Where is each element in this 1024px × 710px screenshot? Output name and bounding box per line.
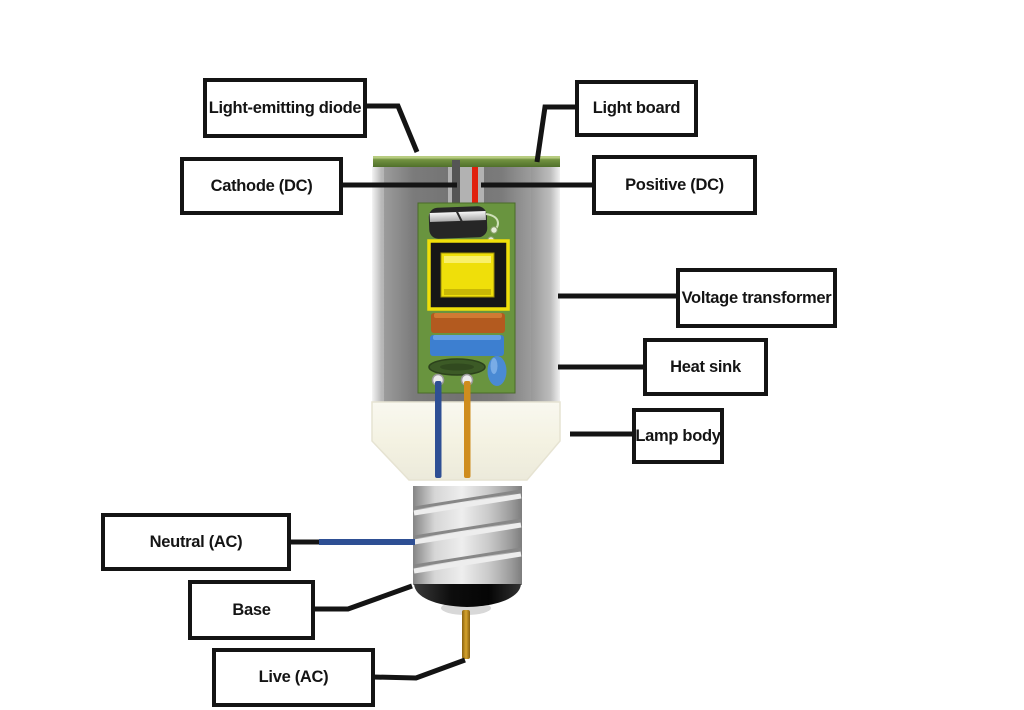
thread-highlight [413,522,522,545]
label-text: Neutral (AC) [149,532,243,551]
label-text: Positive (DC) [625,175,724,194]
leader-led [365,103,420,153]
thread-highlight [413,493,522,516]
label-text: Light-emitting diode [208,98,362,117]
label-light-board: Light board [575,80,698,137]
label-text: Lamp body [635,426,721,445]
capacitor-notch [455,210,463,223]
label-text: Light board [592,99,681,117]
resistor-bevel [434,313,502,318]
label-heat-sink: Heat sink [643,338,768,396]
label-text: Live (AC) [258,668,329,686]
transformer-bevel-top [444,256,491,263]
thread-shadow [413,489,522,510]
label-light-emitting-diode: Light-emitting diode [203,78,367,138]
capacitor-body [428,206,488,239]
thread-shadow [413,518,522,539]
positive-wire [472,167,478,212]
label-positive-dc: Positive (DC) [592,155,757,215]
label-lamp-body: Lamp body [632,408,724,464]
neutral-wire [435,381,442,478]
label-base: Base [188,580,315,640]
thread-shadow [413,547,522,568]
capacitor-band [429,211,486,222]
label-text: Heat sink [670,357,741,376]
inductor-core [440,363,474,371]
leader-live [372,657,466,681]
transformer-bevel-bottom [444,289,491,295]
light-board [373,156,560,167]
leader-base [313,583,413,612]
leader-light-board [534,104,577,163]
solder-pad [490,226,498,234]
label-cathode-dc: Cathode (DC) [180,157,343,215]
label-neutral-ac: Neutral (AC) [101,513,291,571]
blue-component-bevel [433,335,501,340]
round-capacitor [487,356,507,386]
label-text: Voltage transformer [681,288,832,307]
live-pin [462,610,470,659]
live-wire [464,381,471,478]
label-text: Base [232,600,271,619]
round-capacitor-highlight [490,358,498,374]
blue-component [430,335,504,356]
lamp-group [371,156,561,659]
label-voltage-transformer: Voltage transformer [676,268,837,328]
screw-threads [413,489,522,574]
light-board-highlight [373,156,560,159]
base-insulator-cap [414,584,521,607]
leader-lines [289,103,678,681]
capacitor [428,206,488,239]
thread-highlight [413,551,522,574]
label-live-ac: Live (AC) [212,648,375,707]
label-text: Cathode (DC) [210,176,313,195]
